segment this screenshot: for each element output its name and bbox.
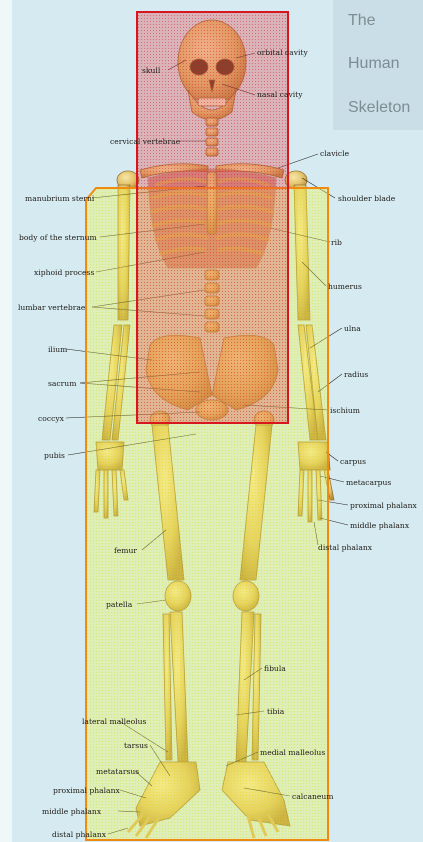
title-line-2: Human [348, 55, 400, 73]
label-xiphoid-process: xiphoid process [34, 268, 94, 277]
label-fibula: fibula [264, 664, 286, 673]
label-calcaneum: calcaneum [292, 792, 333, 801]
label-tibia: tibia [267, 707, 284, 716]
label-metatarsus: metatarsus [96, 767, 139, 776]
title-line-1: The [348, 12, 376, 30]
label-manubrium-sterni: manubrium sterni [25, 194, 94, 203]
label-femur: femur [114, 546, 137, 555]
label-ischium: ischium [330, 406, 360, 415]
title-line-3: Skeleton [348, 99, 410, 117]
label-nasal-cavity: nasal cavity [257, 90, 303, 99]
label-orbital-cavity: orbital cavity [257, 48, 308, 57]
label-distal-phalanx-foot: distal phalanx [52, 830, 106, 839]
label-proximal-phalanx-hand: proximal phalanx [350, 501, 417, 510]
label-middle-phalanx-hand: middle phalanx [350, 521, 409, 530]
label-shoulder-blade: shoulder blade [338, 194, 395, 203]
label-cervical-vertebrae: cervical vertebrae [110, 137, 180, 146]
label-metacarpus: metacarpus [346, 478, 391, 487]
label-pubis: pubis [44, 451, 65, 460]
label-lumbar-vertebrae: lumbar vertebrae [18, 303, 85, 312]
label-coccyx: coccyx [38, 414, 64, 423]
label-distal-phalanx-hand: distal phalanx [318, 543, 372, 552]
label-radius: radius [344, 370, 368, 379]
label-skull: skull [142, 66, 160, 75]
label-middle-phalanx-foot: middle phalanx [42, 807, 101, 816]
label-carpus: carpus [340, 457, 366, 466]
label-proximal-phalanx-foot: proximal phalanx [53, 786, 120, 795]
label-humerus: humerus [328, 282, 362, 291]
label-ilium: ilium [48, 345, 67, 354]
label-patella: patella [106, 600, 132, 609]
label-sacrum: sacrum [48, 379, 76, 388]
label-lateral-malleolus: lateral malleolus [82, 717, 146, 726]
label-medial-malleolus: medial malleolus [260, 748, 325, 757]
label-tarsus: tarsus [124, 741, 148, 750]
label-rib: rib [331, 238, 342, 247]
label-ulna: ulna [344, 324, 361, 333]
label-clavicle: clavicle [320, 149, 349, 158]
label-body-of-sternum: body of the sternum [19, 233, 97, 242]
